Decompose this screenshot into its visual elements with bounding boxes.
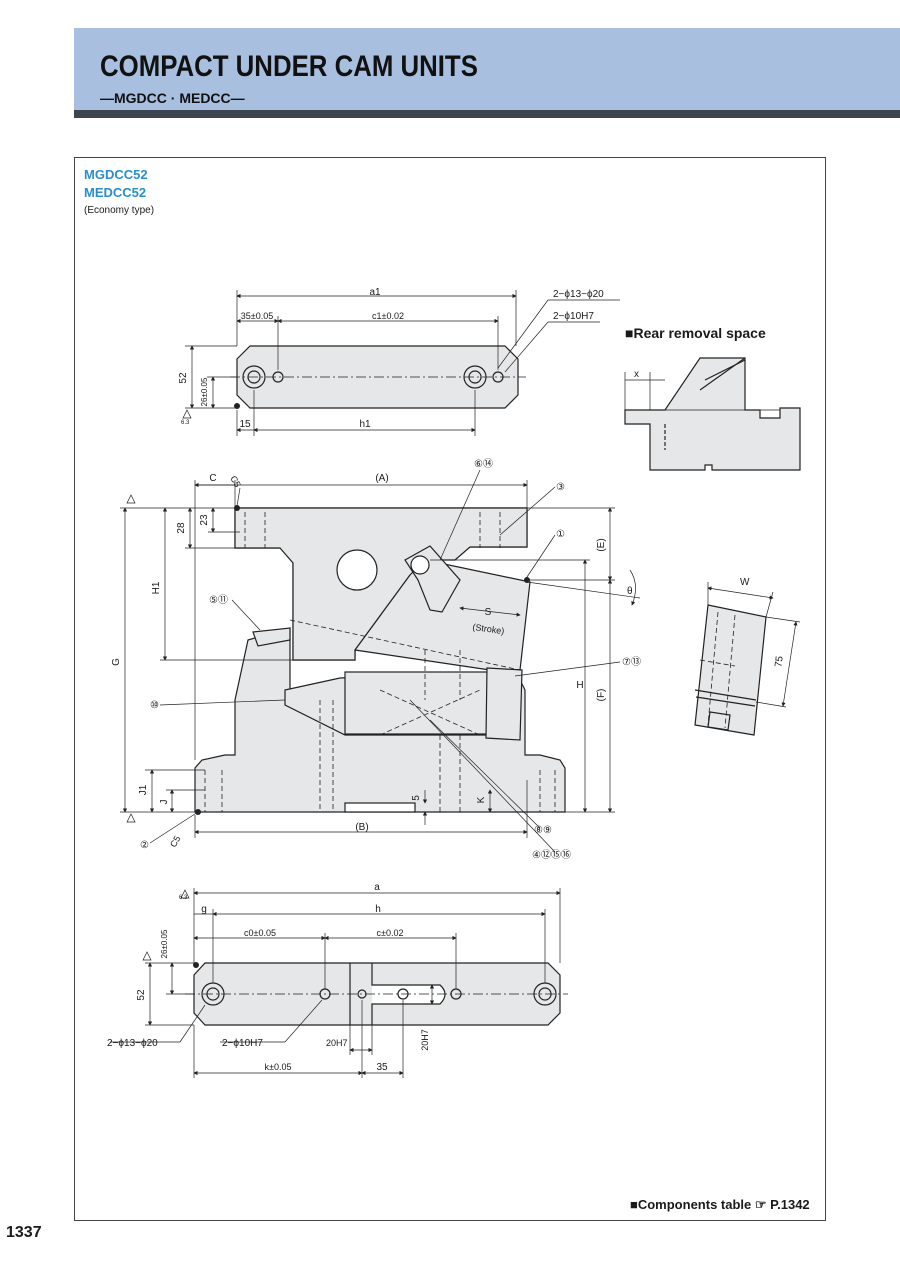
dim-S: S: [485, 607, 492, 618]
callout-2: ②: [140, 840, 149, 851]
front-view: [120, 469, 641, 853]
roughness-6-3-bottom: 6.3: [179, 895, 188, 901]
dim-H: H: [576, 680, 583, 691]
dim-28: 28: [176, 522, 187, 534]
bottom-plan-view: [110, 888, 568, 1078]
dim-K: K: [476, 796, 487, 803]
dim-c-tol: c±0.02: [377, 928, 404, 938]
drawing-frame: [74, 157, 826, 1221]
model-code-mgdcc: MGDCC52: [84, 167, 148, 182]
dim-52: 52: [178, 372, 189, 384]
dim-A: (A): [375, 473, 388, 484]
callout-holes-10h7-bottom: 2−ϕ10H7: [222, 1038, 263, 1049]
dim-15: 15: [239, 419, 251, 430]
dim-c0-tol: c0±0.05: [244, 928, 276, 938]
chamfer-C5-bottom: C5: [168, 834, 182, 849]
rear-x-label: x: [634, 369, 639, 380]
callout-holes-13-20-bottom: 2−ϕ13−ϕ20: [107, 1038, 158, 1049]
dim-5: 5: [411, 795, 422, 801]
page-number: 1337: [6, 1224, 42, 1241]
dim-35-tol: 35±0.05: [241, 311, 273, 321]
rear-removal-title: ■Rear removal space: [625, 325, 766, 341]
dim-26-tol: 26±0.05: [200, 377, 209, 406]
dim-G: G: [111, 658, 122, 666]
roughness-6-3-top: 6.3: [181, 420, 190, 426]
dim-J: J: [159, 800, 170, 805]
dim-a: a: [374, 882, 380, 893]
dim-h: h: [375, 904, 381, 915]
dim-20h7-vertical: 20H7: [420, 1029, 430, 1051]
dim-h1: h1: [359, 419, 371, 430]
dim-20h7-horizontal: 20H7: [326, 1038, 348, 1048]
callout-holes-13-20: 2−ϕ13−ϕ20: [553, 289, 604, 300]
callout-holes-10h7: 2−ϕ10H7: [553, 311, 594, 322]
dim-H1: H1: [151, 581, 162, 594]
dim-C: C: [209, 473, 216, 484]
components-table-reference: ■Components table ☞ P.1342: [630, 1197, 810, 1212]
dim-26-tol-bottom: 26±0.05: [160, 929, 169, 958]
callout-4-12-15-16: ④⑫⑮⑯: [532, 849, 571, 861]
callout-5-11: ⑤⑪: [209, 594, 228, 606]
dim-theta: θ: [627, 586, 633, 597]
callout-7-13: ⑦⑬: [622, 656, 641, 668]
dim-k-tol: k±0.05: [265, 1062, 292, 1072]
dim-B: (B): [355, 822, 368, 833]
chamfer-C5-top: C5: [228, 474, 242, 489]
callout-3: ③: [556, 482, 565, 493]
top-plan-view: [182, 290, 620, 436]
callout-10: ⑩: [150, 700, 159, 711]
dim-35: 35: [376, 1062, 388, 1073]
economy-type-label: (Economy type): [84, 205, 155, 216]
page-title: COMPACT UNDER CAM UNITS: [100, 50, 478, 83]
callout-8-9: ⑧⑨: [534, 825, 552, 836]
dim-J1: J1: [138, 784, 149, 795]
model-code-medcc: MEDCC52: [84, 185, 147, 200]
dim-stroke: (Stroke): [472, 622, 505, 636]
page-subtitle: —MGDCC · MEDCC—: [100, 90, 245, 106]
rear-removal-diagram: [624, 357, 801, 471]
dim-c1: c1±0.02: [372, 311, 404, 321]
side-w-label: W: [740, 577, 750, 588]
dim-52-bottom: 52: [136, 989, 147, 1001]
dim-F: (F): [596, 689, 607, 702]
dim-a1: a1: [369, 287, 381, 298]
dim-E: (E): [596, 538, 607, 551]
callout-6-14: ⑥⑭: [474, 458, 493, 470]
dim-g: g: [201, 904, 207, 915]
side-view: [694, 582, 801, 736]
callout-1: ①: [556, 529, 565, 540]
header-rule: [74, 110, 900, 118]
dim-23: 23: [199, 514, 210, 526]
header-band: [74, 28, 900, 114]
side-75-label: 75: [773, 655, 786, 668]
